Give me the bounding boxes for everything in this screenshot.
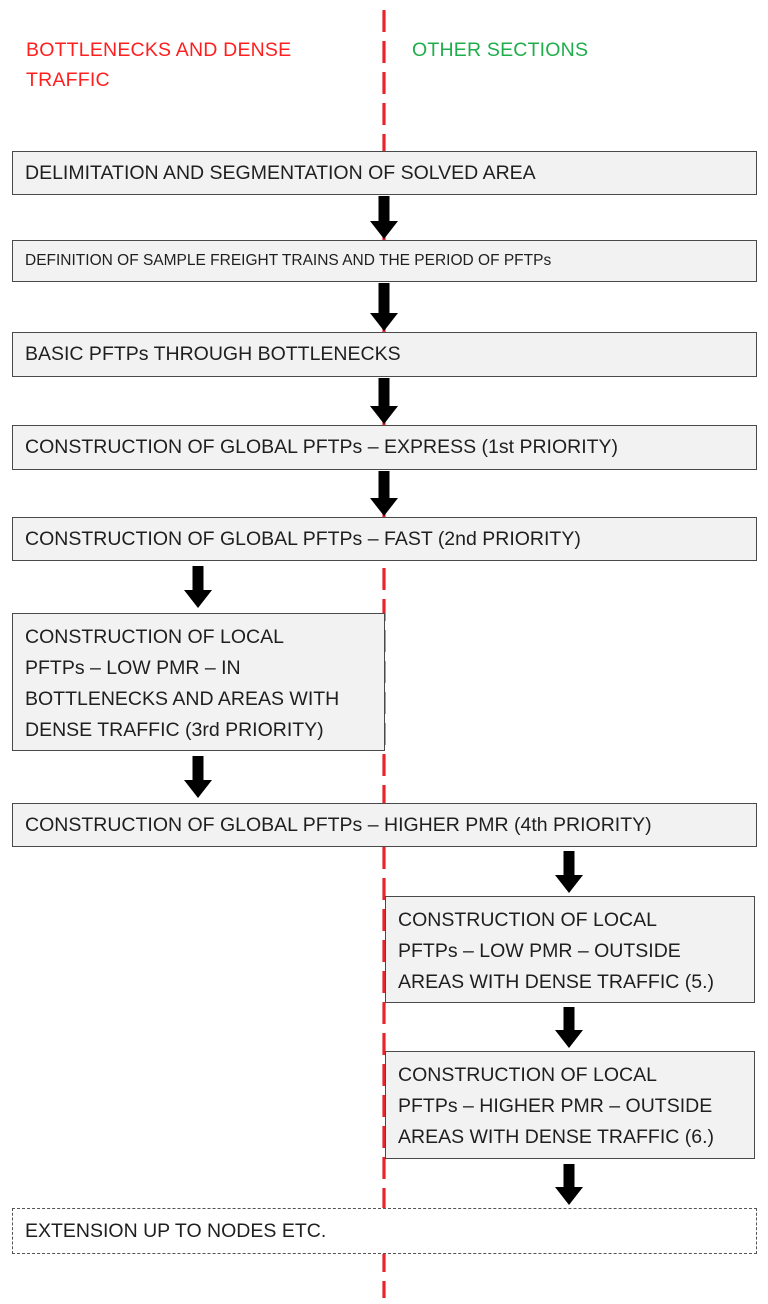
step-text: BASIC PFTPs THROUGH BOTTLENECKS — [25, 343, 401, 365]
step-text: CONSTRUCTION OF GLOBAL PFTPs – HIGHER PM… — [25, 813, 652, 836]
flow-arrow-4-to-5 — [370, 471, 398, 516]
step-local-pftps-low-pmr-bottlenecks: CONSTRUCTION OF LOCAL PFTPs – LOW PMR – … — [12, 613, 385, 751]
step-extension-up-to-nodes: EXTENSION UP TO NODES ETC. — [12, 1208, 757, 1254]
step-text: DELIMITATION AND SEGMENTATION OF SOLVED … — [25, 161, 536, 184]
step-global-pftps-fast: CONSTRUCTION OF GLOBAL PFTPs – FAST (2nd… — [12, 517, 757, 561]
flow-arrow-8-to-9 — [555, 1007, 583, 1048]
right-column-header: OTHER SECTIONS — [412, 39, 589, 61]
step-text: EXTENSION UP TO NODES ETC. — [25, 1219, 327, 1242]
step-text-line: BOTTLENECKS AND AREAS WITH — [25, 688, 340, 710]
step-text-line: AREAS WITH DENSE TRAFFIC (5.) — [398, 971, 714, 993]
flow-arrow-2-to-3 — [370, 283, 398, 331]
flow-arrow-6-to-7 — [184, 756, 212, 798]
step-text-line: CONSTRUCTION OF LOCAL — [398, 1064, 657, 1086]
flow-arrow-5-to-6 — [184, 566, 212, 608]
step-text: CONSTRUCTION OF GLOBAL PFTPs – EXPRESS (… — [25, 436, 619, 458]
step-text-line: CONSTRUCTION OF LOCAL — [398, 909, 657, 931]
step-basic-pftps-bottlenecks: BASIC PFTPs THROUGH BOTTLENECKS — [12, 332, 757, 377]
step-global-pftps-express: CONSTRUCTION OF GLOBAL PFTPs – EXPRESS (… — [12, 425, 757, 470]
step-text-line: CONSTRUCTION OF LOCAL — [25, 626, 284, 648]
step-global-pftps-higher-pmr: CONSTRUCTION OF GLOBAL PFTPs – HIGHER PM… — [12, 803, 757, 847]
step-local-pftps-higher-pmr-outside: CONSTRUCTION OF LOCAL PFTPs – HIGHER PMR… — [385, 1051, 755, 1159]
flow-arrow-9-to-10 — [555, 1164, 583, 1205]
step-text-line: DENSE TRAFFIC (3rd PRIORITY) — [25, 719, 324, 741]
step-text-line: PFTPs – HIGHER PMR – OUTSIDE — [398, 1095, 713, 1117]
flow-arrow-3-to-4 — [370, 378, 398, 424]
step-local-pftps-low-pmr-outside: CONSTRUCTION OF LOCAL PFTPs – LOW PMR – … — [385, 896, 755, 1003]
step-text: CONSTRUCTION OF GLOBAL PFTPs – FAST (2nd… — [25, 527, 581, 550]
step-delimitation-segmentation: DELIMITATION AND SEGMENTATION OF SOLVED … — [12, 151, 757, 195]
left-column-header: BOTTLENECKS AND DENSE TRAFFIC — [26, 39, 292, 91]
step-text-line: PFTPs – LOW PMR – OUTSIDE — [398, 940, 681, 962]
flow-arrow-7-to-8 — [555, 851, 583, 893]
step-text: DEFINITION OF SAMPLE FREIGHT TRAINS AND … — [25, 252, 552, 269]
step-text-line: AREAS WITH DENSE TRAFFIC (6.) — [398, 1126, 714, 1148]
flow-arrow-1-to-2 — [370, 196, 398, 239]
step-text-line: PFTPs – LOW PMR – IN — [25, 657, 241, 679]
step-definition-sample-trains: DEFINITION OF SAMPLE FREIGHT TRAINS AND … — [12, 240, 757, 282]
